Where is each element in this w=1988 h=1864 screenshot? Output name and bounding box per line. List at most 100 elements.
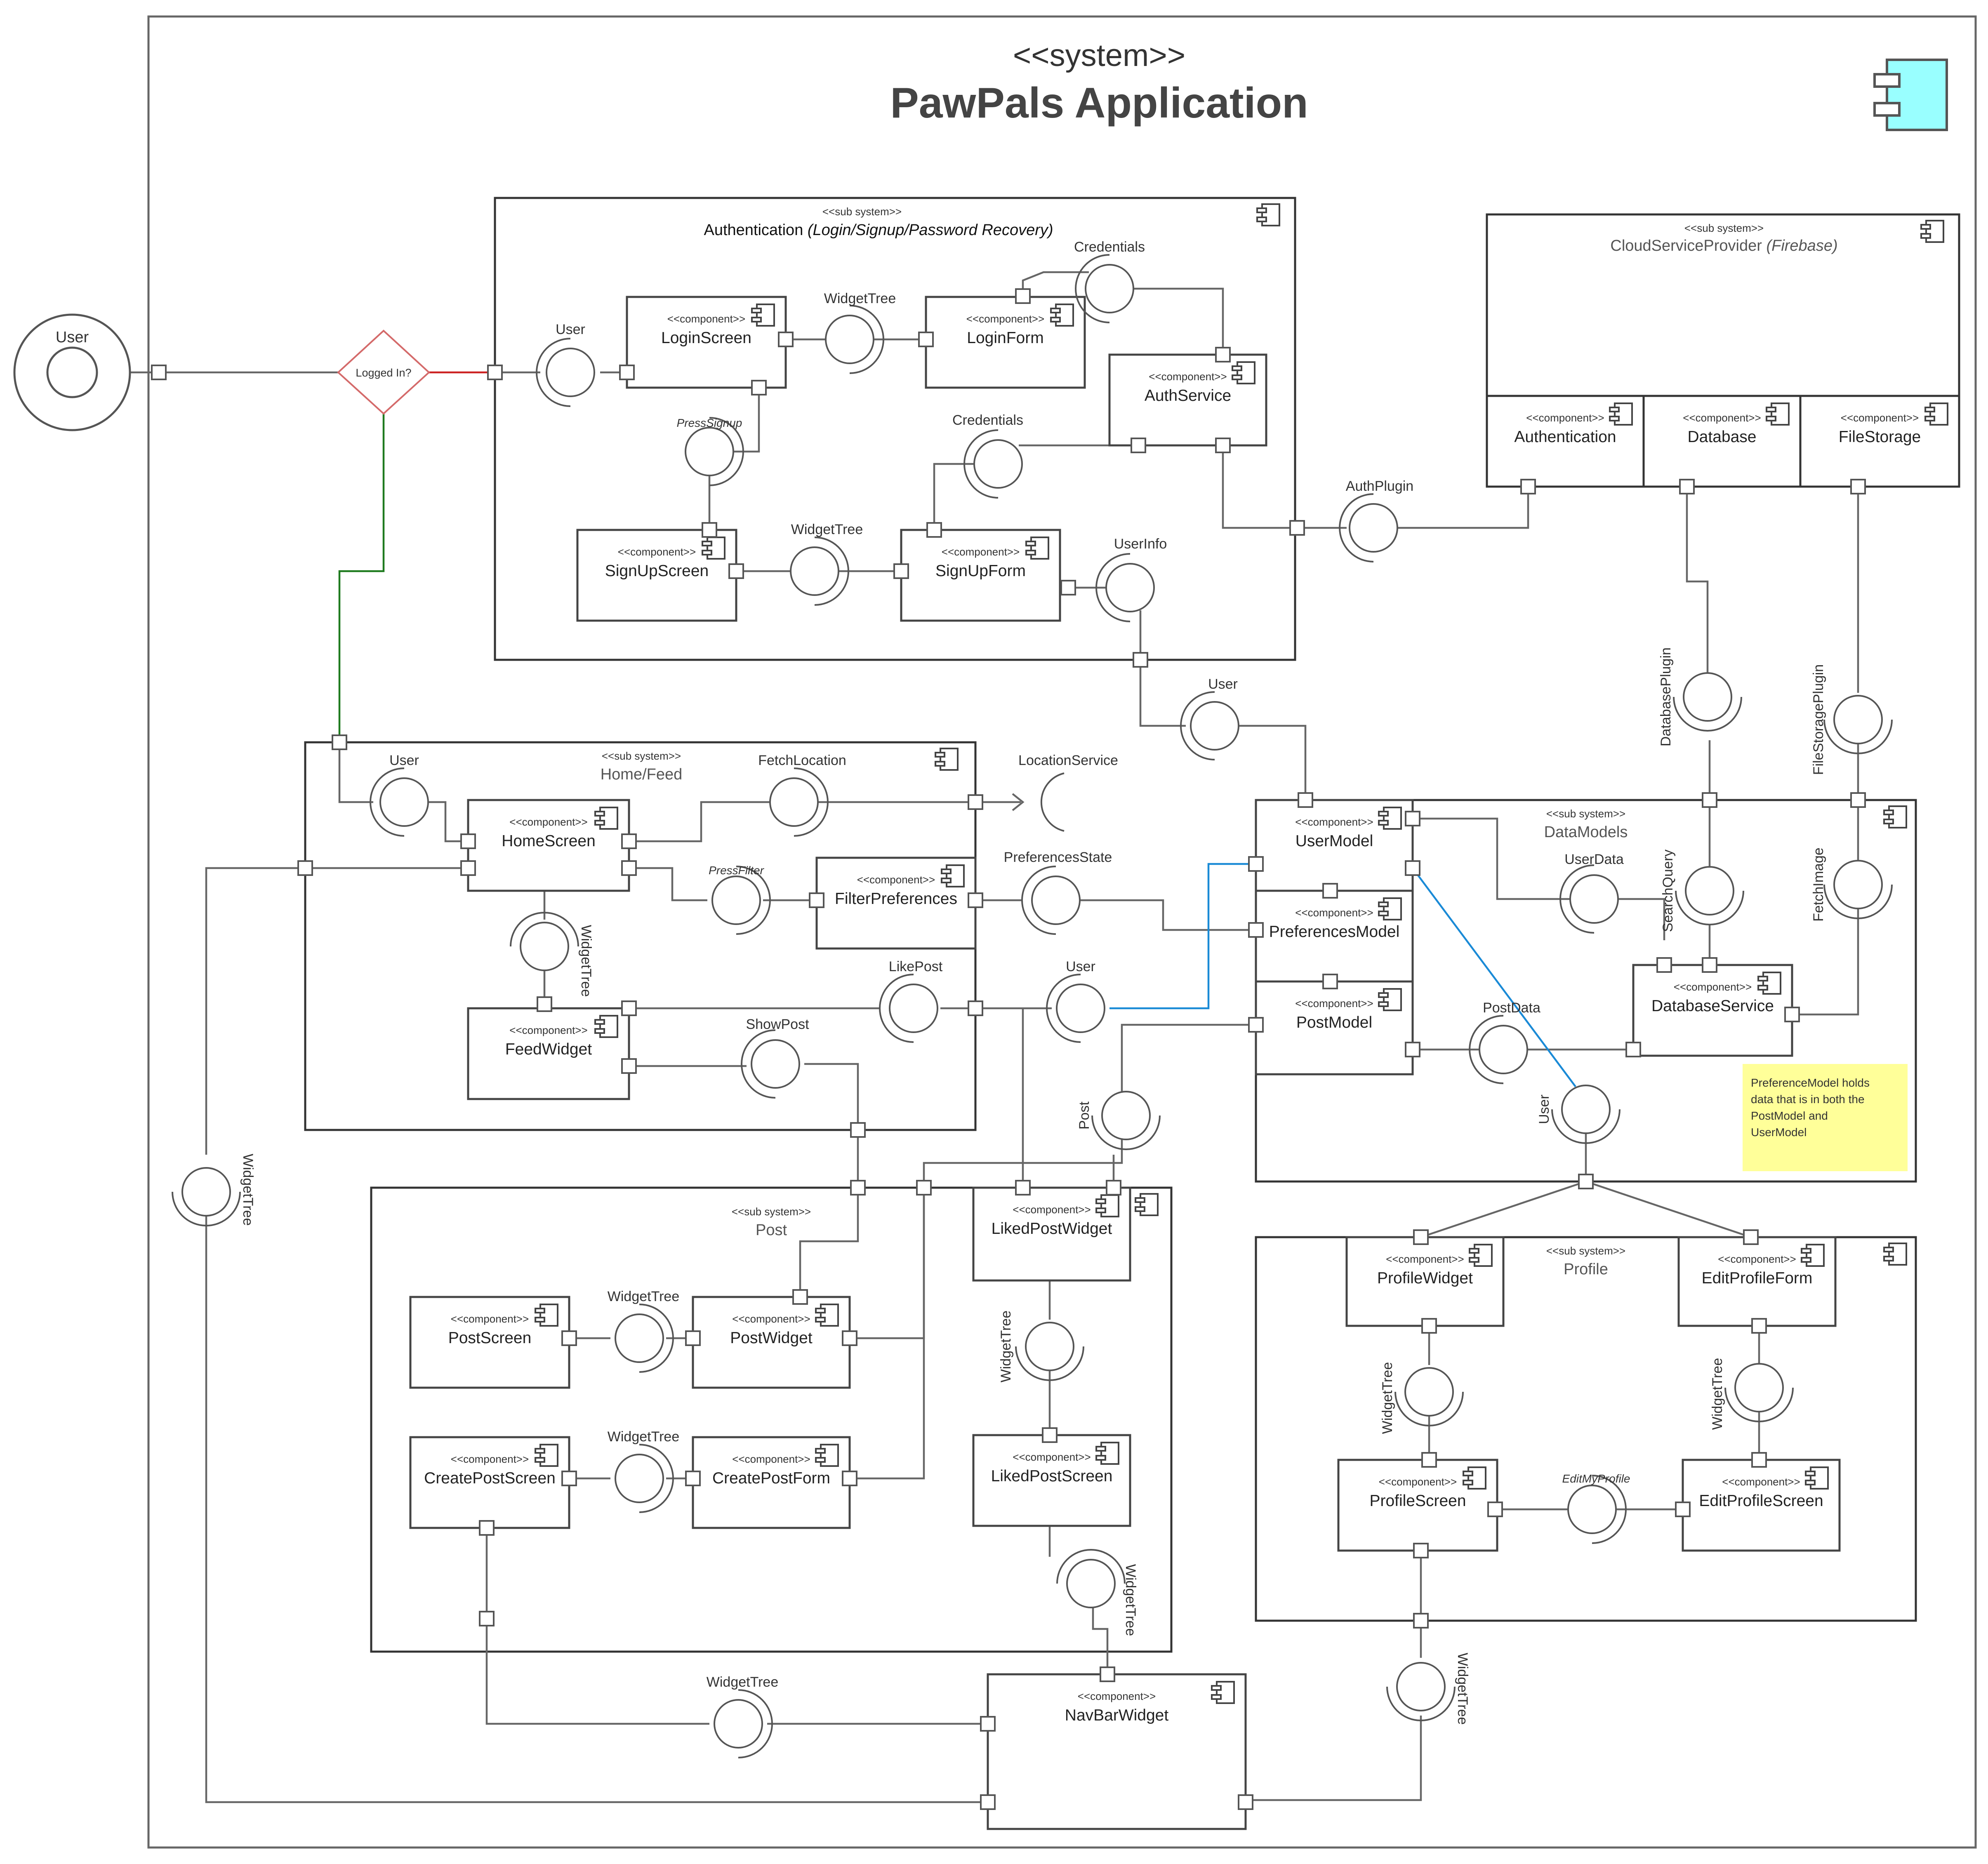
interface-label: WidgetTree bbox=[1380, 1362, 1395, 1434]
interface-widget-tree: WidgetTree bbox=[608, 1289, 679, 1373]
component-stereotype: <<component>> bbox=[1078, 1690, 1156, 1702]
interface-label: WidgetTree bbox=[578, 925, 594, 997]
connector-lines bbox=[97, 271, 1859, 1803]
interface-fetch-location: FetchLocation bbox=[758, 753, 846, 837]
post-subsystem-frame bbox=[370, 1186, 1173, 1653]
subsystem-component-icon bbox=[1883, 805, 1907, 828]
port bbox=[1578, 1174, 1594, 1189]
profile-subsystem-frame bbox=[1255, 1236, 1917, 1622]
component-name: LoginScreen bbox=[661, 329, 751, 347]
port bbox=[968, 794, 983, 810]
port bbox=[487, 365, 503, 380]
component-cloud-auth: <<component>>Authentication bbox=[1514, 402, 1633, 446]
component-name: CreatePostScreen bbox=[424, 1469, 556, 1487]
interface-label: PostData bbox=[1483, 1000, 1540, 1016]
interface-label: Credentials bbox=[1074, 239, 1145, 255]
post-title: Post bbox=[756, 1221, 787, 1239]
port bbox=[685, 1471, 701, 1486]
component-stereotype: <<component>> bbox=[1013, 1451, 1091, 1463]
interface-user-info: UserInfo bbox=[1095, 536, 1167, 622]
port bbox=[850, 1180, 866, 1196]
port bbox=[1238, 1794, 1253, 1810]
interface-preferences-state: PreferencesState bbox=[1004, 850, 1112, 935]
component-stereotype: <<component>> bbox=[451, 1453, 529, 1465]
port bbox=[332, 734, 347, 750]
component-stereotype: <<component>> bbox=[451, 1313, 529, 1325]
component-name: DatabaseService bbox=[1651, 997, 1774, 1015]
component-stereotype: <<component>> bbox=[1295, 906, 1373, 919]
component-name: PreferencesModel bbox=[1269, 923, 1400, 941]
port bbox=[1413, 1613, 1429, 1629]
component-name: FileStorage bbox=[1839, 428, 1921, 446]
subsystem-component-icon bbox=[1920, 220, 1944, 243]
system-title: PawPals Application bbox=[890, 79, 1308, 127]
component-feed-widget: <<component>>FeedWidget bbox=[467, 1007, 630, 1100]
interface-label: WidgetTree bbox=[707, 1674, 778, 1690]
component-name: SignUpScreen bbox=[605, 562, 709, 580]
interface-label: WidgetTree bbox=[1455, 1653, 1470, 1725]
interface-widget-tree: WidgetTree bbox=[172, 1154, 256, 1226]
component-signup-screen: <<component>>SignUpScreen bbox=[576, 529, 737, 622]
component-stereotype: <<component>> bbox=[1718, 1253, 1796, 1265]
post-stereotype: <<sub system>> bbox=[732, 1205, 811, 1218]
port bbox=[1248, 922, 1264, 938]
component-stereotype: <<component>> bbox=[509, 816, 587, 828]
component-create-post-form: <<component>>CreatePostForm bbox=[692, 1436, 851, 1529]
component-stereotype: <<component>> bbox=[857, 873, 935, 886]
port bbox=[1405, 811, 1420, 826]
component-stereotype: <<component>> bbox=[1149, 370, 1227, 383]
interface-label: LikePost bbox=[889, 959, 943, 974]
port bbox=[1248, 856, 1264, 872]
port bbox=[537, 996, 552, 1012]
port bbox=[968, 892, 983, 908]
svg-text:PreferenceModel holds da: PreferenceModel holds data that is in bo… bbox=[1751, 1076, 1873, 1139]
component-name: LikedPostScreen bbox=[991, 1467, 1113, 1485]
port bbox=[968, 1000, 983, 1016]
port bbox=[1215, 438, 1231, 453]
component-name: NavBarWidget bbox=[1065, 1706, 1169, 1724]
preference-note: PreferenceModel holds data that is in bo… bbox=[1743, 1064, 1908, 1171]
component-navbar-widget: <<component>> NavBarWidget bbox=[987, 1673, 1247, 1830]
interface-widget-tree: WidgetTree bbox=[790, 522, 863, 606]
port bbox=[1487, 1502, 1503, 1517]
port bbox=[297, 860, 313, 876]
interface-location-service: LocationService bbox=[1018, 753, 1118, 832]
port bbox=[1133, 652, 1148, 668]
component-profile-widget: <<component>>ProfileWidget bbox=[1345, 1236, 1505, 1327]
port bbox=[1656, 957, 1672, 973]
component-signup-form: <<component>>SignUpForm bbox=[900, 529, 1061, 622]
decision-label: Logged In? bbox=[356, 367, 411, 379]
user-actor: User bbox=[13, 313, 131, 431]
port bbox=[850, 1122, 866, 1138]
profile-title: Profile bbox=[1564, 1261, 1608, 1278]
interface-user-data: UserData bbox=[1559, 852, 1624, 934]
component-name: PostModel bbox=[1296, 1014, 1372, 1031]
home-stereotype: <<sub system>> bbox=[602, 750, 681, 762]
component-post-widget: <<component>>PostWidget bbox=[692, 1296, 851, 1389]
port bbox=[479, 1611, 495, 1626]
interface-widget-tree: WidgetTree bbox=[1056, 1549, 1138, 1636]
component-name: LikedPostWidget bbox=[992, 1220, 1112, 1238]
port bbox=[1850, 792, 1866, 808]
interface-label: FileStoragePlugin bbox=[1811, 664, 1826, 775]
interface-label: FetchLocation bbox=[758, 753, 846, 768]
profile-stereotype: <<sub system>> bbox=[1546, 1245, 1625, 1257]
component-database: <<component>>Database bbox=[1683, 402, 1790, 446]
subsystem-component-icon bbox=[1256, 203, 1280, 226]
interface-label: WidgetTree bbox=[608, 1289, 679, 1304]
port bbox=[916, 1180, 932, 1196]
interface-user: User bbox=[536, 322, 595, 407]
port bbox=[1702, 957, 1717, 973]
component-user-model: <<component>>UserModel bbox=[1255, 799, 1414, 892]
port bbox=[1413, 1229, 1429, 1245]
port bbox=[1289, 520, 1305, 536]
cloud-stereotype: <<sub system>> bbox=[1684, 222, 1764, 234]
data-title: DataModels bbox=[1544, 824, 1628, 841]
port bbox=[702, 522, 717, 538]
port bbox=[918, 332, 934, 347]
interface-edit-my-profile: EditMyProfile bbox=[1562, 1472, 1630, 1544]
port bbox=[561, 1471, 577, 1486]
interface-credentials: Credentials bbox=[952, 412, 1023, 499]
